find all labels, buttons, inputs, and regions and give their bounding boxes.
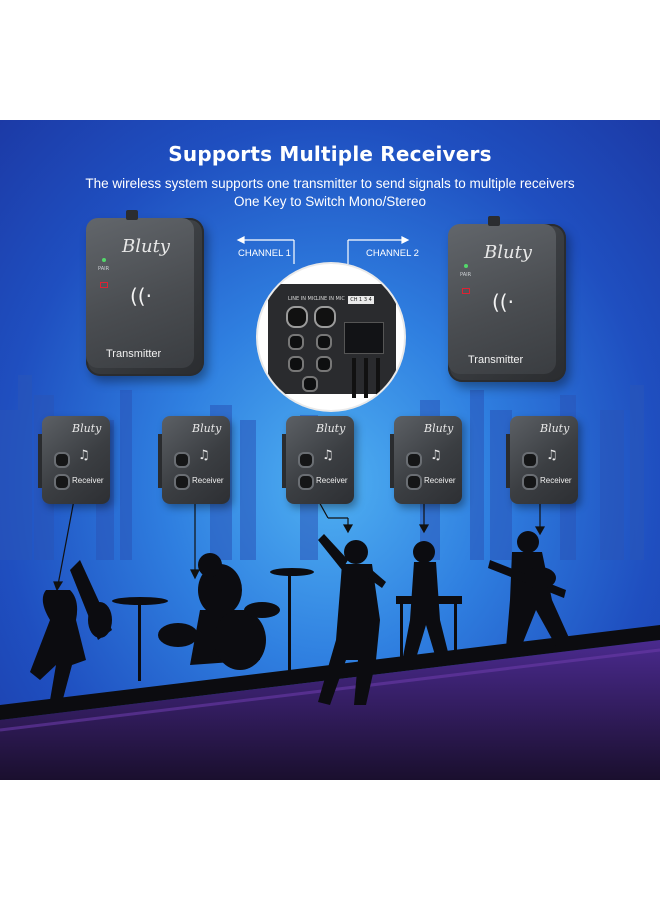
audio-port xyxy=(54,452,70,468)
pair-label: PAIR xyxy=(98,266,110,272)
headphone-icon: ♫ xyxy=(198,448,210,463)
receiver-label: Receiver xyxy=(540,476,572,485)
receiver-device-3: Bluty ♫ Receiver xyxy=(282,416,354,504)
receiver-label: Receiver xyxy=(72,476,104,485)
wireless-signal-icon: ((· xyxy=(492,290,514,314)
brand-logo: Bluty xyxy=(540,422,570,435)
receiver-device-2: Bluty ♫ Receiver xyxy=(158,416,230,504)
mixer-fader xyxy=(376,358,380,398)
subtitle-line-1: The wireless system supports one transmi… xyxy=(85,176,575,191)
mixer-knob xyxy=(302,376,318,392)
receiver-device-4: Bluty ♫ Receiver xyxy=(390,416,462,504)
audio-port xyxy=(298,474,314,490)
headphone-icon: ♫ xyxy=(78,448,90,463)
headline: Supports Multiple Receivers xyxy=(168,142,492,166)
brand-logo: Bluty xyxy=(424,422,454,435)
channel-1-label: CHANNEL 1 xyxy=(238,248,291,259)
mixer-fader xyxy=(364,358,368,398)
xlr-jack xyxy=(314,306,336,328)
transmitter-device-right: Bluty PAIR ((· Transmitter xyxy=(448,216,566,382)
mixer-knob xyxy=(316,356,332,372)
battery-led xyxy=(100,282,108,288)
battery-led xyxy=(462,288,470,294)
receiver-device-1: Bluty ♫ Receiver xyxy=(38,416,110,504)
audio-port xyxy=(298,452,314,468)
receiver-label: Receiver xyxy=(316,476,348,485)
transmitter-device-left: Bluty PAIR ((· Transmitter xyxy=(86,210,204,376)
mixer-fader xyxy=(352,358,356,398)
channel-arrows xyxy=(236,236,410,264)
xlr-jack xyxy=(286,306,308,328)
brand-logo: Bluty xyxy=(72,422,102,435)
wireless-signal-icon: ((· xyxy=(130,284,152,308)
transmitter-label: Transmitter xyxy=(468,354,524,366)
transmitter-label: Transmitter xyxy=(106,348,162,360)
mixer-photo: LINE IN MIC LINE IN MIC CH 1 3 4 xyxy=(258,264,404,410)
mixer-knob xyxy=(288,334,304,350)
brand-logo: Bluty xyxy=(484,242,532,263)
brand-logo: Bluty xyxy=(122,236,170,257)
mixer-left-text: LINE IN MIC xyxy=(288,296,317,302)
product-banner: Supports Multiple Receivers The wireless… xyxy=(0,120,660,780)
pair-label: PAIR xyxy=(460,272,472,278)
receiver-device-5: Bluty ♫ Receiver xyxy=(506,416,578,504)
pair-led xyxy=(102,258,106,262)
brand-logo: Bluty xyxy=(316,422,346,435)
audio-port xyxy=(174,474,190,490)
brand-logo: Bluty xyxy=(192,422,222,435)
headphone-icon: ♫ xyxy=(430,448,442,463)
headphone-icon: ♫ xyxy=(322,448,334,463)
mixer-knob xyxy=(288,356,304,372)
channel-2-label: CHANNEL 2 xyxy=(366,248,419,259)
audio-port xyxy=(54,474,70,490)
mixer-badge: CH 1 3 4 xyxy=(348,296,374,304)
receiver-label: Receiver xyxy=(192,476,224,485)
headphone-icon: ♫ xyxy=(546,448,558,463)
mixer-display xyxy=(344,322,384,354)
subtitle-line-2: One Key to Switch Mono/Stereo xyxy=(233,194,427,209)
audio-port xyxy=(406,452,422,468)
audio-port xyxy=(522,452,538,468)
audio-port xyxy=(522,474,538,490)
audio-port xyxy=(174,452,190,468)
mixer-knob xyxy=(316,334,332,350)
audio-port xyxy=(406,474,422,490)
receiver-label: Receiver xyxy=(424,476,456,485)
mixer-right-text: LINE IN MIC xyxy=(316,296,345,302)
pair-led xyxy=(464,264,468,268)
